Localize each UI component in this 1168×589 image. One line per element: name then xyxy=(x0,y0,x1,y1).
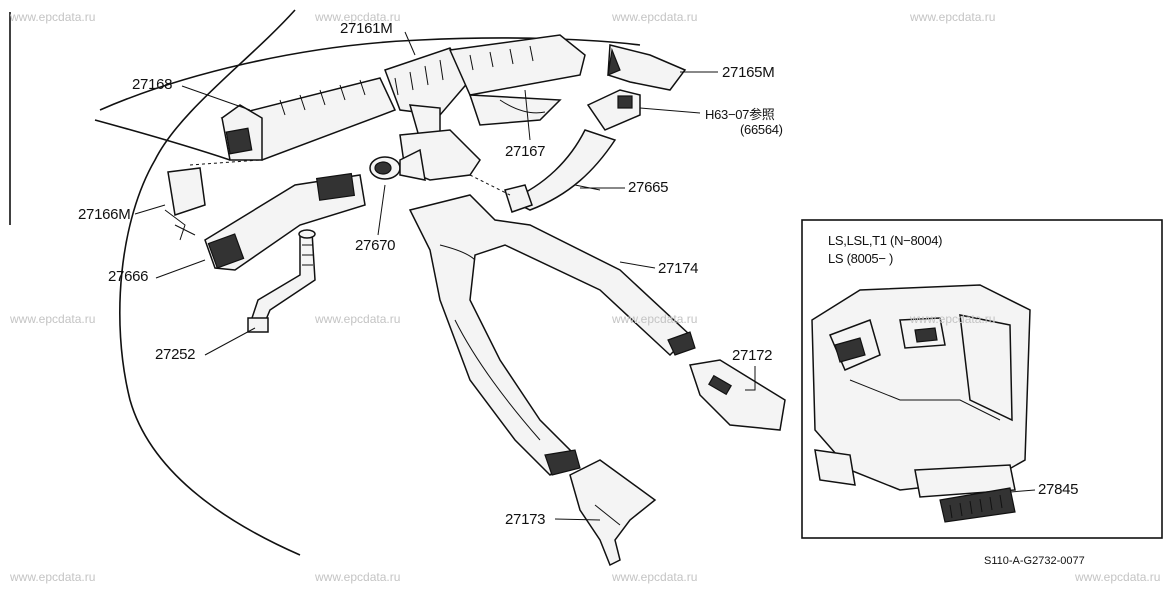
watermark: www.epcdata.ru xyxy=(910,10,996,24)
leader-27252 xyxy=(204,327,256,356)
part-label-27166M[interactable]: 27166M xyxy=(78,206,131,223)
part-label-27161M[interactable]: 27161M xyxy=(340,20,393,37)
watermark: www.epcdata.ru xyxy=(315,312,401,326)
duct-27670 xyxy=(369,129,481,181)
watermark: www.epcdata.ru xyxy=(10,570,96,584)
leader-27168 xyxy=(181,85,251,111)
part-label-66564[interactable]: (66564) xyxy=(740,122,783,137)
part-label-27165M[interactable]: 27165M xyxy=(722,64,775,81)
duct-27172 xyxy=(689,359,786,431)
leader-27172 xyxy=(745,366,756,391)
part-label-h63-07[interactable]: H63−07参照 xyxy=(705,107,775,122)
cowl-line xyxy=(94,119,231,161)
duct-27165M xyxy=(607,44,687,91)
duct-right-upper xyxy=(448,34,586,96)
leader-27174 xyxy=(619,261,656,269)
part-label-27666[interactable]: 27666 xyxy=(108,268,149,285)
leader-27666 xyxy=(155,259,206,279)
duct-27174 xyxy=(408,194,696,477)
watermark: www.epcdata.ru xyxy=(315,570,401,584)
part-label-27173[interactable]: 27173 xyxy=(505,511,546,528)
watermark: www.epcdata.ru xyxy=(10,312,96,326)
dash-outline xyxy=(119,9,301,556)
duct-27666 xyxy=(204,172,366,271)
part-label-27252[interactable]: 27252 xyxy=(155,346,196,363)
tube-27252 xyxy=(247,229,316,333)
vent-27166M xyxy=(164,167,206,241)
windshield-line xyxy=(99,37,641,111)
watermark: www.epcdata.ru xyxy=(612,570,698,584)
part-label-27172[interactable]: 27172 xyxy=(732,347,773,364)
leader-27173 xyxy=(554,518,601,521)
part-label-27670[interactable]: 27670 xyxy=(355,237,396,254)
inset-applicability-line1: LS,LSL,T1 (N−8004) xyxy=(828,233,943,248)
leader-27845 xyxy=(1009,489,1036,493)
watermark: www.epcdata.ru xyxy=(910,312,996,326)
figure-code: S110-A-G2732-0077 xyxy=(984,555,1085,567)
part-label-27167[interactable]: 27167 xyxy=(505,143,546,160)
part-label-27174[interactable]: 27174 xyxy=(658,260,699,277)
inset-applicability-line2: LS (8005− ) xyxy=(828,251,893,266)
watermark: www.epcdata.ru xyxy=(612,10,698,24)
part-label-27845[interactable]: 27845 xyxy=(1038,481,1079,498)
watermark: www.epcdata.ru xyxy=(612,312,698,326)
heater-unit xyxy=(811,284,1031,498)
part-label-27168[interactable]: 27168 xyxy=(132,76,173,93)
hose-27665 xyxy=(504,129,617,213)
duct-27167 xyxy=(468,94,562,126)
watermark: www.epcdata.ru xyxy=(10,10,96,24)
leader-h63 xyxy=(639,107,701,114)
watermark: www.epcdata.ru xyxy=(1075,570,1161,584)
duct-27173 xyxy=(569,459,657,567)
inset-frame xyxy=(801,219,1163,539)
watermark: www.epcdata.ru xyxy=(315,10,401,24)
leader-27161M xyxy=(404,31,416,56)
leader-27167 xyxy=(524,89,531,141)
duct-27168 xyxy=(220,77,397,161)
vent-h63-07 xyxy=(586,89,641,131)
leader-27670 xyxy=(377,184,386,236)
part-label-27665[interactable]: 27665 xyxy=(628,179,669,196)
leader-27166M xyxy=(134,204,166,215)
filter-27845 xyxy=(939,487,1016,523)
